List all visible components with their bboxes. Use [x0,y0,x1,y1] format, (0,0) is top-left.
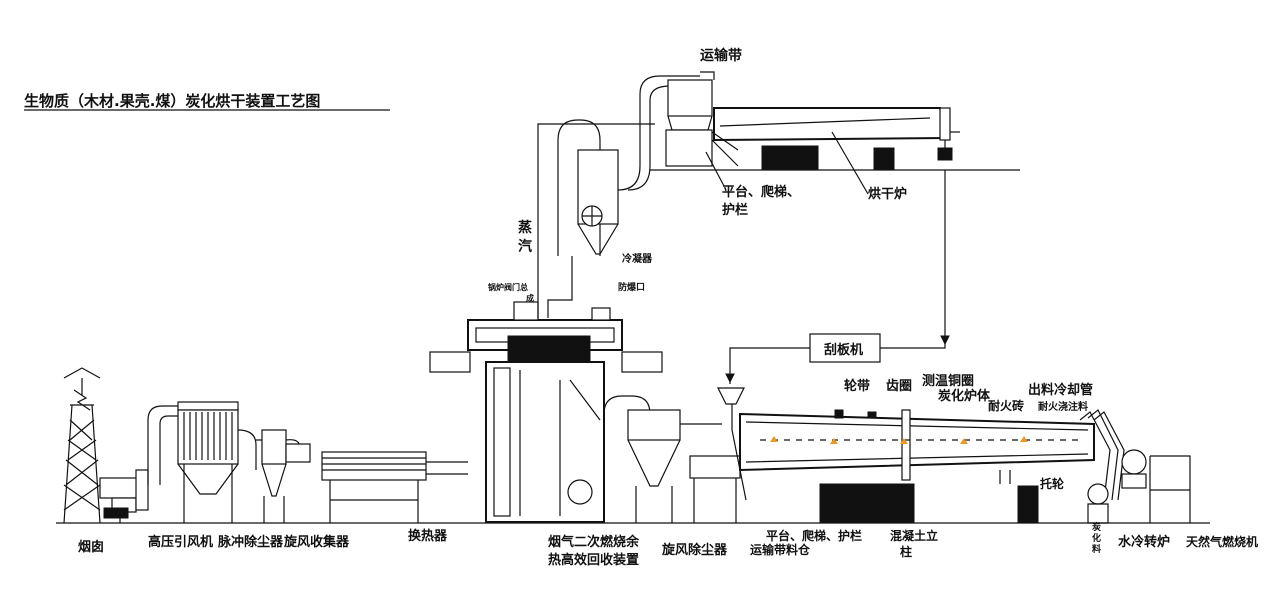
secondary-combustion-chamber-icon [429,123,663,523]
scraper-box [809,333,881,363]
dryer-to-scraper-line [880,170,946,349]
label-cyclone-collector: 旋风收集器 [283,534,350,550]
high-pressure-fan-icon [99,469,149,523]
diagram-title: 生物质（木材.果壳.煤）炭化烘干装置工艺图 [24,92,320,110]
label-steam-1: 蒸 [518,219,532,236]
label-refractory-brick: 耐火砖 [988,398,1024,413]
label-charcoal-1: 炭 [1092,521,1101,533]
label-explosion-port: 防爆口 [618,281,645,293]
gas-burner-icon [1121,449,1191,523]
scraper-to-hopper-line [729,347,810,384]
label-discharge-pipe: 出料冷却管 [1028,382,1093,398]
label-condenser: 冷凝器 [622,252,653,265]
label-riding-ring: 轮带 [844,378,870,394]
label-steam-2: 汽 [518,238,532,255]
label-dryer: 烘干炉 [868,186,907,202]
discharge-cooling-pipe-icon [1079,409,1125,501]
label-chimney: 烟囱 [78,539,104,555]
label-carbon-body: 炭化炉体 [938,388,991,404]
label-charcoal-3: 料 [1092,543,1101,555]
label-charcoal-2: 化 [1092,532,1101,544]
label-boiler-valve-2: 成 [526,293,534,303]
down-arrow-right [940,335,950,346]
label-cyclone-dust: 旋风除尘器 [661,542,728,558]
label-copper-ring: 测温铜圈 [922,373,974,389]
label-concrete-2: 柱 [900,544,912,559]
label-fan: 高压引风机 [148,534,213,550]
label-flue-2: 热高效回收装置 [548,552,639,568]
label-platform-top-2: 护栏 [722,202,748,218]
label-support-wheel: 托轮 [1040,476,1065,491]
chimney-icon [63,367,101,524]
label-heat-exchanger: 换热器 [408,528,448,544]
label-pulse-dust: 脉冲除尘器 [217,534,284,550]
label-flue-1: 烟气二次燃烧余 [548,534,640,550]
water-cooler-icon [1087,483,1109,524]
cyclone-dust-remover-icon [567,395,722,523]
heat-exchanger-icon [321,451,468,523]
label-boiler-valve-1: 锅炉阀门总 [487,282,528,292]
down-arrow-left [725,373,735,384]
condenser-icon [557,75,700,256]
carbonization-furnace-icon [739,409,1095,523]
pulse-dust-collector-icon [177,401,257,523]
label-platform-top-1: 平台、爬梯、 [722,184,800,200]
leader-platform-top [705,151,725,187]
label-water-cooler: 水冷转炉 [1118,534,1170,550]
cyclone-collector-icon [256,429,311,523]
dryer-drum-icon [713,107,960,171]
label-scraper: 刮板机 [824,342,863,358]
label-platform-bottom: 平台、爬梯、护栏 [766,528,862,543]
label-gas-burner: 天然气燃烧机 [1186,534,1258,549]
label-gear-ring: 齿圈 [886,378,912,394]
conveyor-top-icon [665,71,739,167]
leader-dryer [831,131,869,195]
label-refractory-cast: 耐火浇注料 [1038,400,1088,413]
conveyor-bin-icon [689,387,747,523]
duct-fan-pulse [147,405,178,485]
label-concrete-1: 混凝土立 [890,528,938,543]
label-conveyor-bin: 运输带料仓 [750,542,811,557]
label-conveyor-top: 运输带 [700,47,742,64]
